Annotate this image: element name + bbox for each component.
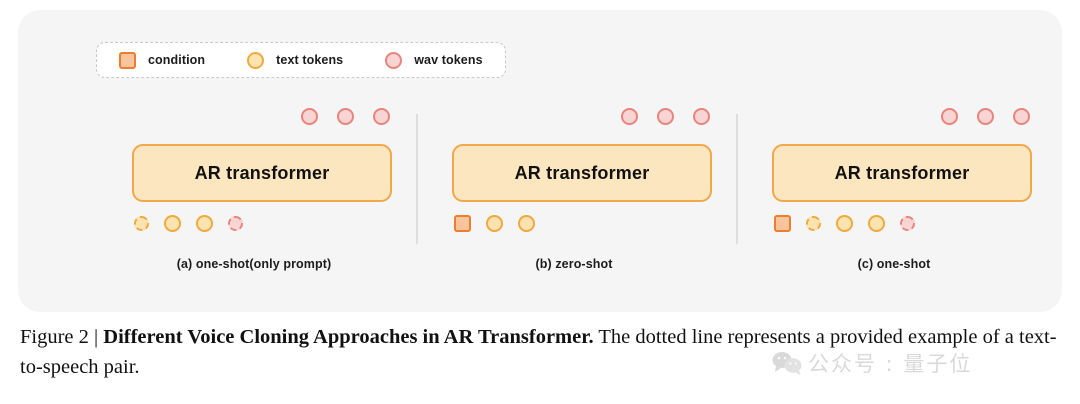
legend-item-wav-tokens: wav tokens [385,51,483,69]
legend-label-wav-tokens: wav tokens [414,53,483,67]
panel-divider-1 [416,114,418,244]
text-token-circle-icon [196,215,213,232]
text-token-circle-icon [518,215,535,232]
panels-container: AR transformer (a) one-shot(only prompt)… [36,102,1080,292]
figure-caption-title: Different Voice Cloning Approaches in AR… [103,326,594,348]
wav-token-circle-icon [301,108,318,125]
panel-c-output-tokens [941,108,1030,125]
legend-box: condition text tokens wav tokens [96,42,506,78]
panel-b-caption: (b) zero-shot [535,257,613,271]
text-token-circle-icon [247,51,265,69]
wav-token-circle-icon [337,108,354,125]
figure-caption-body: The dotted line represents a provided ex… [20,326,1057,378]
panel-a-output-tokens [301,108,390,125]
legend-item-text-tokens: text tokens [247,51,344,69]
figure-caption: Figure 2 | Different Voice Cloning Appro… [20,322,1066,382]
ar-transformer-label: AR transformer [834,162,970,183]
text-token-dashed-circle-icon [806,216,821,231]
wav-token-circle-icon [657,108,674,125]
ar-transformer-box-b: AR transformer [452,144,712,202]
panel-c-input-tokens [774,215,915,232]
condition-square-icon [774,215,791,232]
legend-label-text-tokens: text tokens [276,53,344,67]
panel-b-input-tokens [454,215,535,232]
wav-token-circle-icon [941,108,958,125]
wav-token-circle-icon [977,108,994,125]
legend-label-condition: condition [148,53,206,67]
wav-token-circle-icon [1013,108,1030,125]
wav-token-circle-icon [373,108,390,125]
panel-b-output-tokens [621,108,710,125]
panel-b-zero-shot: AR transformer (b) zero-shot [434,102,714,292]
text-token-circle-icon [486,215,503,232]
panel-c-caption: (c) one-shot [857,257,931,271]
condition-square-icon [454,215,471,232]
wav-token-dashed-circle-icon [228,216,243,231]
wav-token-circle-icon [385,51,403,69]
figure-caption-number: Figure 2 | [20,326,104,348]
ar-transformer-box-c: AR transformer [772,144,1032,202]
panel-divider-2 [736,114,738,244]
text-token-dashed-circle-icon [134,216,149,231]
condition-square-icon [119,51,136,69]
wav-token-circle-icon [621,108,638,125]
ar-transformer-box-a: AR transformer [132,144,392,202]
ar-transformer-label: AR transformer [194,162,330,183]
legend-item-condition: condition [119,51,206,69]
text-token-circle-icon [164,215,181,232]
ar-transformer-label: AR transformer [514,162,650,183]
panel-c-one-shot: AR transformer (c) one-shot [754,102,1034,292]
wav-token-circle-icon [693,108,710,125]
text-token-circle-icon [836,215,853,232]
figure-card: condition text tokens wav tokens AR tran… [18,10,1062,312]
text-token-circle-icon [868,215,885,232]
panel-a-input-tokens [134,215,243,232]
panel-a-caption: (a) one-shot(only prompt) [176,257,332,271]
panel-a-one-shot-only-prompt: AR transformer (a) one-shot(only prompt) [114,102,394,292]
wav-token-dashed-circle-icon [900,216,915,231]
